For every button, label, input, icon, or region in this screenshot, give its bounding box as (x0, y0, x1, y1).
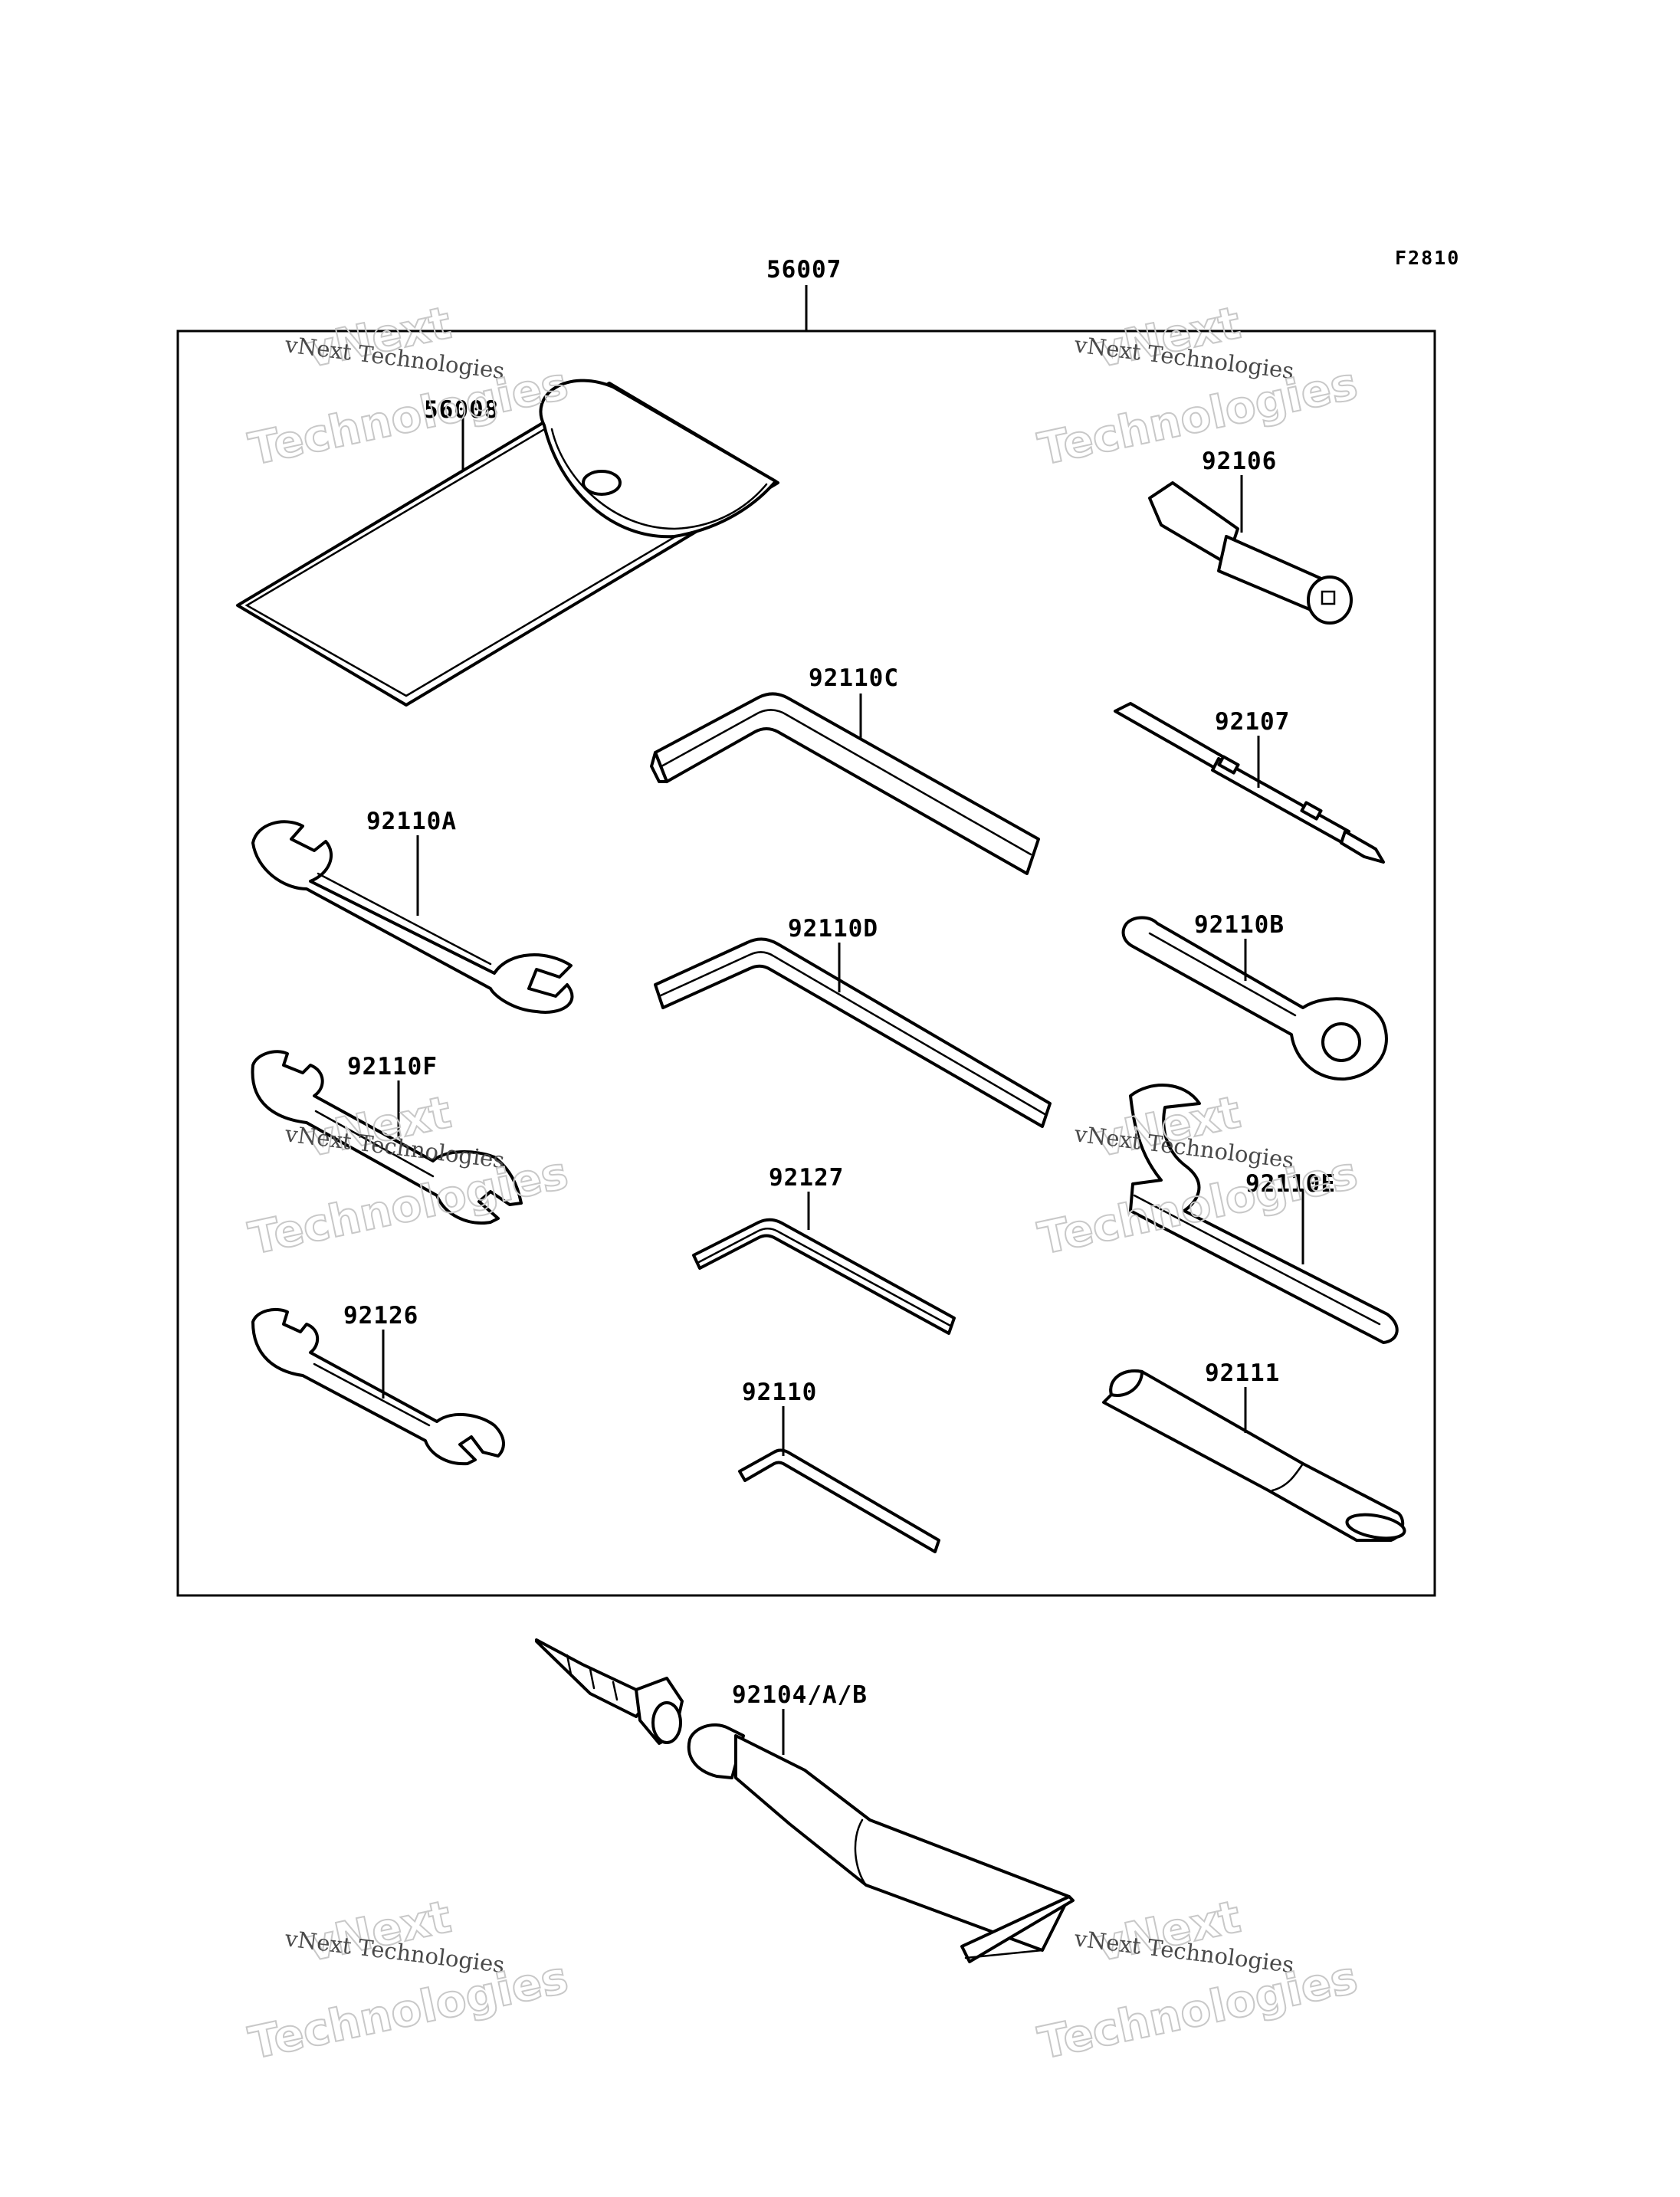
socket-adapter[interactable] (1148, 475, 1353, 625)
label-92126[interactable]: 92126 (343, 1302, 418, 1330)
open-end-wrench-large[interactable] (251, 820, 574, 1014)
tool-kit-box (176, 285, 1436, 1597)
watermark-bottom-left: vNext vNext Technologies Technologies (244, 1890, 573, 2071)
label-56007[interactable]: 56007 (766, 256, 842, 284)
open-end-wrench-medium[interactable] (251, 1050, 523, 1225)
part-labels: 56007 56008 92106 92110C 92107 92110A 92… (343, 256, 1336, 1709)
ring-spanner[interactable] (1121, 916, 1388, 1081)
label-92110[interactable]: 92110 (742, 1379, 817, 1406)
label-92110d[interactable]: 92110D (788, 915, 878, 943)
watermark-top-right: vNext vNext Technologies Technologies (1033, 296, 1363, 477)
tire-repair-kit[interactable] (535, 1638, 1075, 1963)
label-92110e[interactable]: 92110E (1245, 1170, 1336, 1198)
hook-wrench[interactable] (1129, 1084, 1399, 1344)
open-end-wrench-small[interactable] (251, 1307, 505, 1466)
figure-code: F2810 (1395, 247, 1460, 269)
screwdriver[interactable] (1114, 702, 1385, 864)
hex-key-smallest[interactable] (738, 1406, 940, 1553)
label-92110a[interactable]: 92110A (366, 808, 457, 835)
label-92106[interactable]: 92106 (1202, 448, 1277, 475)
label-92127[interactable]: 92127 (769, 1164, 844, 1192)
hex-key-medium[interactable] (654, 937, 1052, 1128)
hex-key-large[interactable] (650, 692, 1040, 875)
watermark-bottom-right: vNext vNext Technologies Technologies (1033, 1890, 1363, 2071)
label-56008[interactable]: 56008 (424, 396, 499, 424)
svg-text:Technologies: Technologies (1034, 357, 1362, 475)
tool-pouch[interactable] (236, 379, 779, 707)
label-92107[interactable]: 92107 (1215, 708, 1290, 736)
label-92111[interactable]: 92111 (1205, 1359, 1280, 1387)
label-92110c[interactable]: 92110C (809, 664, 899, 692)
label-92110b[interactable]: 92110B (1194, 911, 1285, 939)
label-92110f[interactable]: 92110F (347, 1053, 438, 1080)
svg-text:Technologies: Technologies (244, 1951, 573, 2069)
tube-extension[interactable] (1102, 1369, 1406, 1542)
hex-key-small[interactable] (692, 1192, 956, 1335)
svg-text:Technologies: Technologies (1034, 1951, 1362, 2069)
label-92104-a-b[interactable]: 92104/A/B (732, 1681, 868, 1709)
